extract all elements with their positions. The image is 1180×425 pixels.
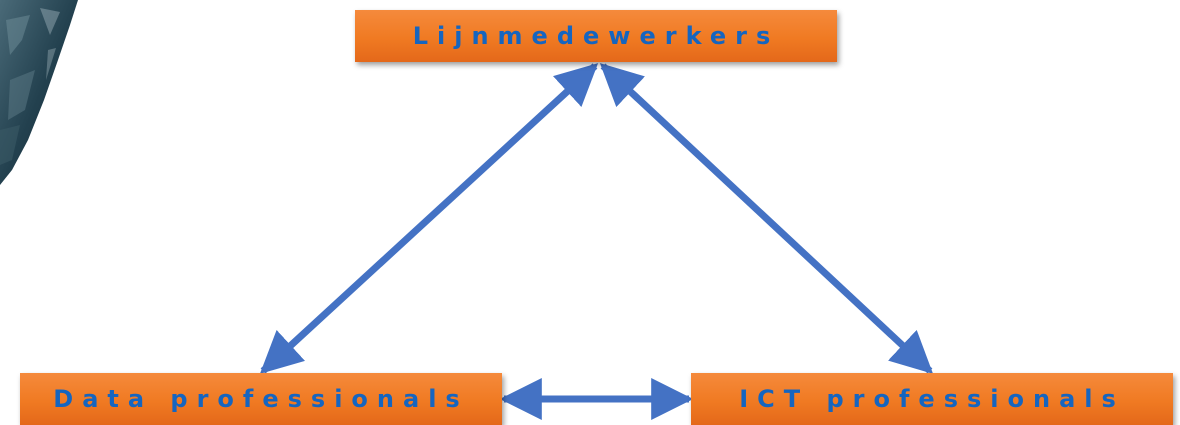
node-data-professionals-label: Data professionals (53, 385, 469, 413)
connector-top-right (599, 63, 934, 374)
node-lijnmedewerkers-label: Lijnmedewerkers (412, 22, 780, 50)
connector-top-left (259, 63, 599, 374)
node-ict-professionals-label: ICT professionals (739, 385, 1125, 413)
node-lijnmedewerkers: Lijnmedewerkers (355, 10, 837, 62)
node-data-professionals: Data professionals (20, 373, 502, 425)
node-ict-professionals: ICT professionals (691, 373, 1173, 425)
corner-decorative-image (0, 0, 78, 185)
